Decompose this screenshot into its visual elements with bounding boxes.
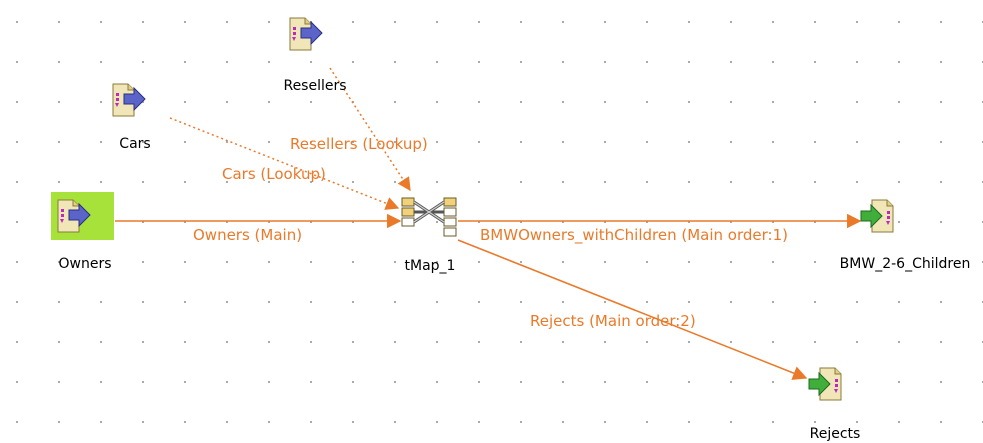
tmap-icon <box>401 197 457 237</box>
link-rejects-main[interactable] <box>457 239 808 380</box>
link-label-resellers-lookup[interactable]: Resellers (Lookup) <box>290 135 428 153</box>
link-label-rejects-main[interactable]: Rejects (Main order:2) <box>530 312 696 330</box>
component-owners[interactable]: Owners <box>40 190 130 280</box>
component-name: Rejects <box>809 426 861 442</box>
component-resellers[interactable]: Resellers <box>270 14 360 98</box>
component-name: Cars <box>119 136 151 152</box>
component-name: Resellers <box>283 78 347 94</box>
component-name: tMap_1 <box>404 258 456 274</box>
component-bmw-2-6-children[interactable]: BMW_2-6_Children <box>830 190 980 280</box>
component-tmap[interactable]: tMap_1 <box>385 192 475 282</box>
component-cars[interactable]: Cars <box>95 80 185 164</box>
link-label-owners-main[interactable]: Owners (Main) <box>193 226 303 244</box>
link-cars-lookup[interactable] <box>169 117 400 210</box>
component-name: Owners <box>58 256 112 272</box>
component-rejects[interactable]: Rejects <box>790 356 880 442</box>
file-output-icon <box>808 367 842 401</box>
link-label-bmw-main[interactable]: BMWOwners_withChildren (Main order:1) <box>480 226 788 244</box>
file-input-icon <box>112 83 146 117</box>
file-output-icon <box>860 199 894 233</box>
link-label-cars-lookup[interactable]: Cars (Lookup) <box>222 165 326 183</box>
component-name: BMW_2-6_Children <box>839 256 971 272</box>
link-resellers-lookup[interactable] <box>329 67 411 192</box>
file-input-icon <box>57 199 91 233</box>
file-input-icon <box>289 17 323 51</box>
